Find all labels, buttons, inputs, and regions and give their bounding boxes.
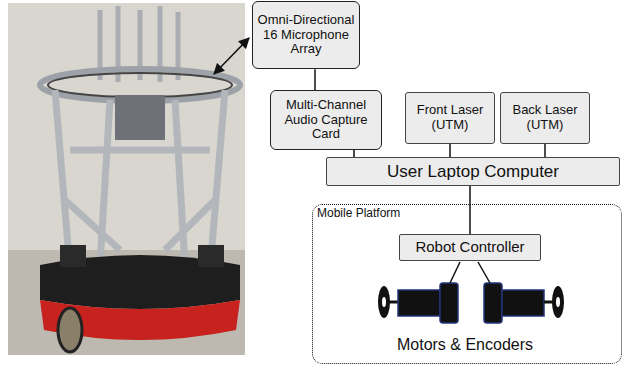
region-heading: Mobile Platform: [317, 207, 617, 220]
aluminium-frame: [55, 90, 225, 270]
laser-front: [60, 245, 86, 267]
node-label: Robot Controller: [415, 239, 524, 256]
wheel: [58, 308, 82, 352]
laptop-box: User Laptop Computer: [326, 157, 620, 186]
node-label: Multi-Channel Audio Capture Card: [275, 98, 377, 142]
pointer-arrow: [214, 38, 249, 74]
mic-array-box: Omni-Directional 16 Microphone Array: [252, 1, 360, 69]
connector-line: [544, 144, 546, 157]
laser-back: [198, 245, 224, 267]
node-label: Omni-Directional 16 Microphone Array: [257, 13, 355, 57]
connector-line: [314, 69, 316, 90]
photo-wall: [8, 3, 245, 355]
motors-illustration: [378, 283, 564, 323]
audio-card-box: [115, 95, 165, 140]
motor-wires: [450, 262, 490, 283]
connector-line: [449, 144, 451, 157]
mic-ring-inner: [48, 73, 232, 97]
node-label: User Laptop Computer: [387, 162, 559, 181]
node-label: Back Laser (UTM): [505, 103, 585, 132]
connector-line: [469, 186, 471, 234]
laser-box: Front Laser (UTM): [405, 92, 495, 144]
laser-box: Back Laser (UTM): [500, 92, 590, 144]
connector-line: [353, 150, 355, 157]
controller-box: Robot Controller: [399, 234, 541, 261]
capture-card-box: Multi-Channel Audio Capture Card: [270, 90, 382, 150]
node-label: Front Laser (UTM): [410, 103, 490, 132]
motors-label: Motors & Encoders: [397, 336, 533, 354]
